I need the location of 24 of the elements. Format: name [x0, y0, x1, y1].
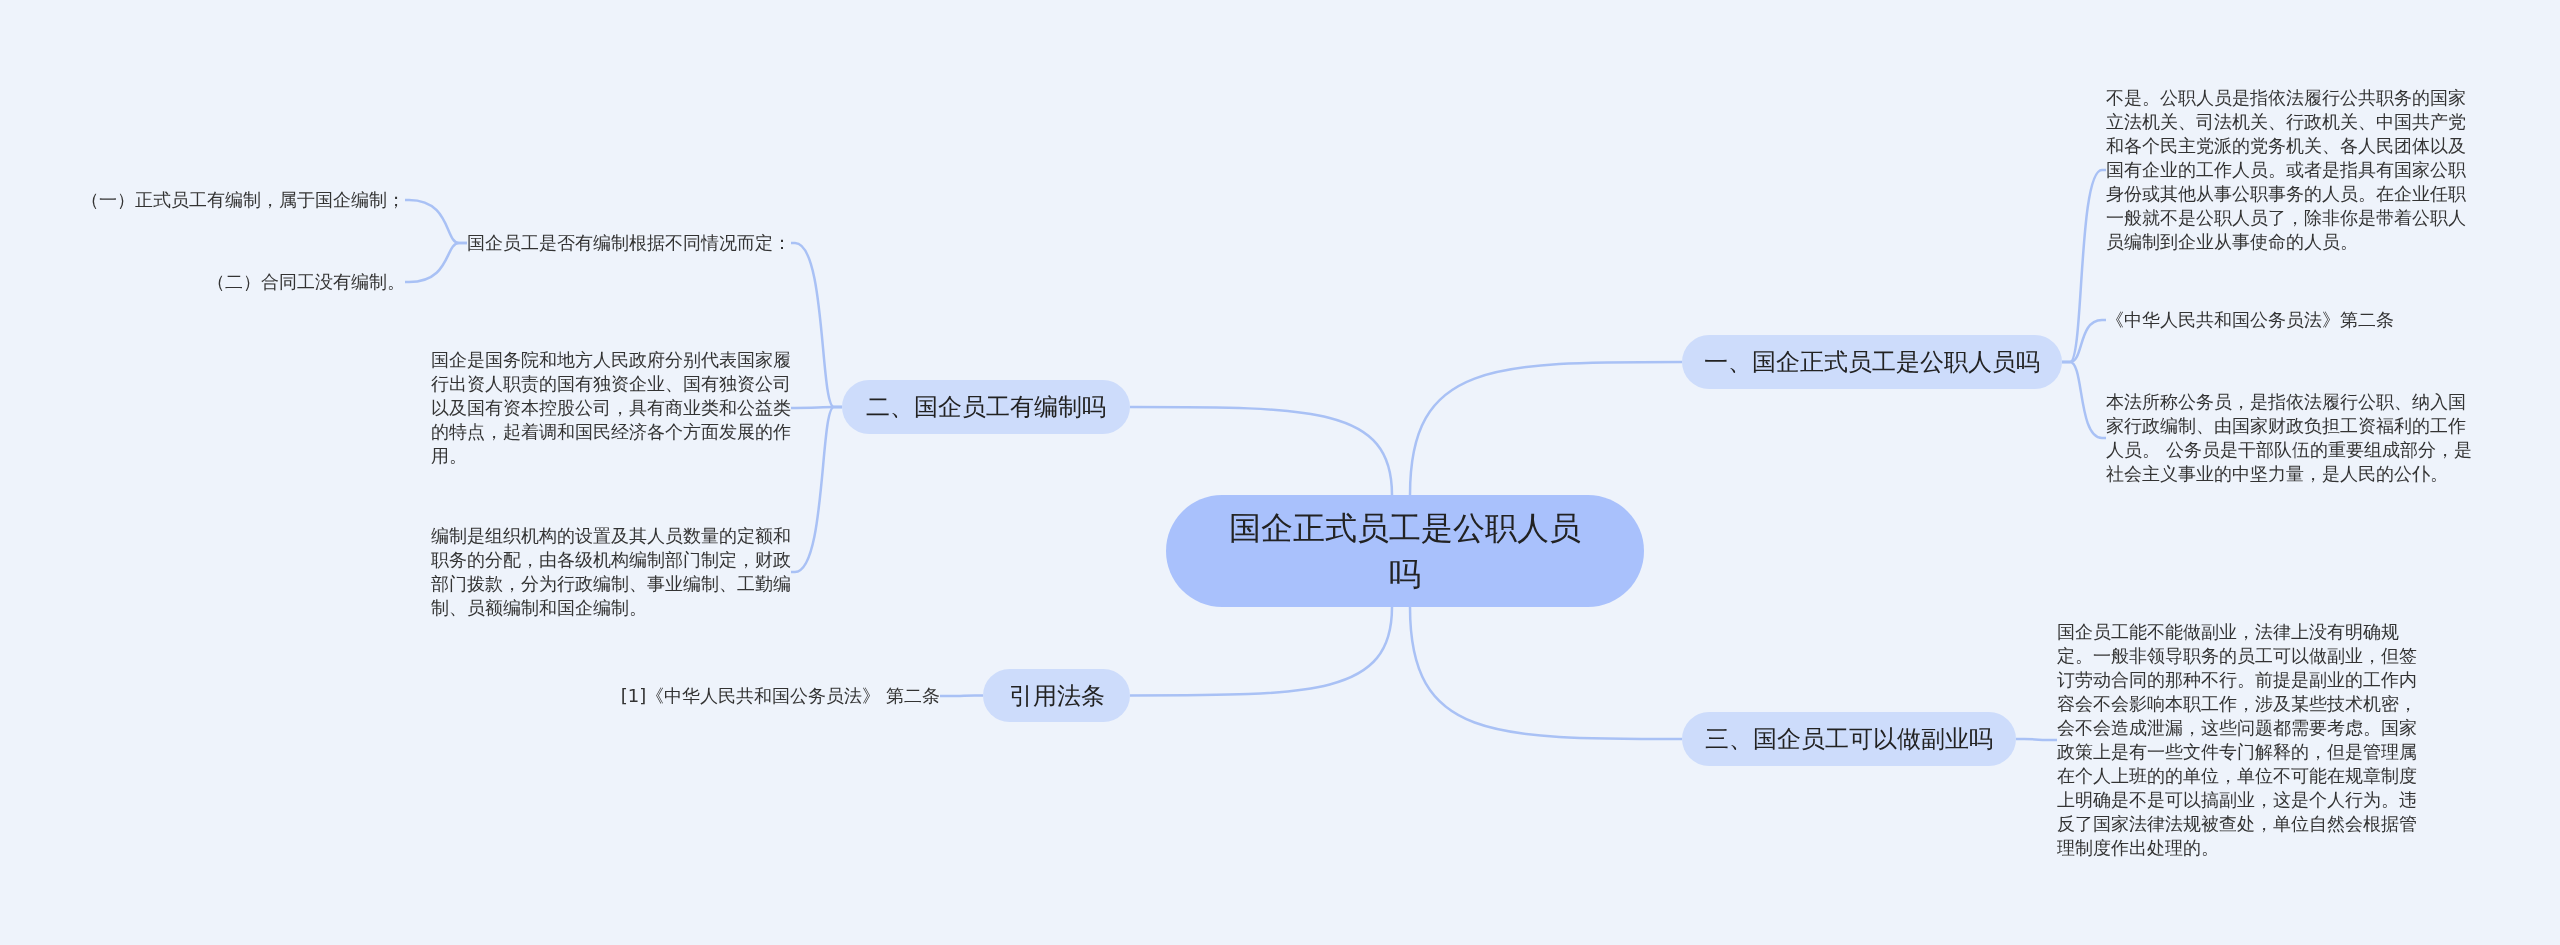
- note-text: 本法所称公务员，是指依法履行公职、纳入国家行政编制、由国家财政负担工资福利的工作人员。 公务员是干部队伍的重要组成部分，是社会主义事业的中坚力量，是人民的公仆。: [2106, 390, 2482, 486]
- note-text: 国企是国务院和地方人民政府分别代表国家履行出资人职责的国有独资企业、国有独资公司以及国有资本控股公司，具有商业类和公益类的特点，起着调和国民经济各个方面发展的作用。: [431, 348, 807, 468]
- topic-pill: 一、国企正式员工是公职人员吗: [1682, 335, 2062, 389]
- connector-line: [2016, 737, 2057, 742]
- note-text: （一）正式员工有编制，属于国企编制；: [60, 188, 405, 212]
- note-text: （二）合同工没有编制。: [60, 270, 405, 294]
- connector-line: [791, 405, 842, 574]
- connector-line: [940, 694, 983, 698]
- connector-line: [1130, 606, 1394, 697]
- connector-line: [2062, 360, 2106, 440]
- central-topic: 国企正式员工是公职人员吗: [1166, 495, 1644, 607]
- connector-line: [405, 241, 467, 284]
- note-text: 不是。公职人员是指依法履行公共职务的国家立法机关、司法机关、行政机关、中国共产党和各个民主党派的党务机关、各人民团体以及国有企业的工作人员。或者是指具有国家公职身份或其他从事公职事务的人员。在企业任职一般就不是公职人员了，除非你是带着公职人员编制到企业从事使命的人员。: [2106, 86, 2482, 254]
- note-text: 编制是组织机构的设置及其人员数量的定额和职务的分配，由各级机构编制部门制定，财政部门拨款，分为行政编制、事业编制、工勤编制、员额编制和国企编制。: [431, 524, 807, 620]
- connector-line: [1130, 405, 1394, 496]
- connector-line: [1408, 606, 1682, 741]
- note-text: 国企员工能不能做副业，法律上没有明确规定。一般非领导职务的员工可以做副业，但签订劳动合同的那种不行。前提是副业的工作内容会不会影响本职工作，涉及某些技术机密，会不会造成泄漏，这些问题都需要考虑。国家政策上是有一些文件专门解释的，但是管理属在个人上班的的单位，单位不可能在规章制度上明确是不是可以搞副业，这是个人行为。违反了国家法律法规被查处，单位自然会根据管理制度作出处理的。: [2057, 620, 2433, 860]
- connector-line: [1408, 360, 1682, 496]
- topic-pill: 二、国企员工有编制吗: [842, 380, 1130, 434]
- topic-pill: 引用法条: [983, 669, 1130, 722]
- note-text: [1]《中华人民共和国公务员法》 第二条: [560, 684, 940, 708]
- topic-pill: 三、国企员工可以做副业吗: [1682, 712, 2016, 766]
- note-text: 国企员工是否有编制根据不同情况而定：: [467, 231, 797, 255]
- note-text: 《中华人民共和国公务员法》第二条: [2106, 308, 2482, 332]
